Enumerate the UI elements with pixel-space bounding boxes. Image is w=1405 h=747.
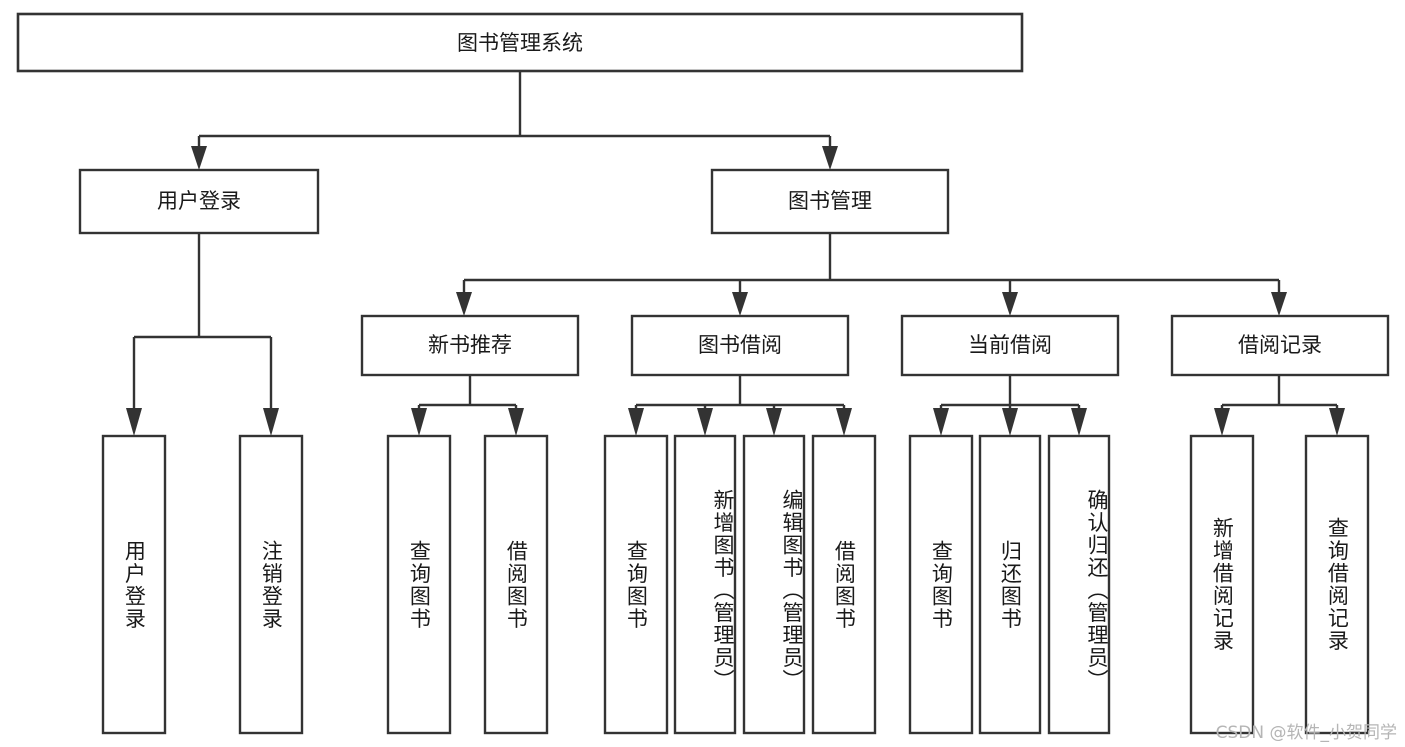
- arrow-leaf-query-book-2: [628, 408, 644, 436]
- leaf-query-book-3[interactable]: [908, 434, 974, 735]
- arrow-leaf-borrow-book-2: [836, 408, 852, 436]
- node-book-management[interactable]: [710, 168, 950, 235]
- leaf-user-login-label: 用户登录: [122, 539, 147, 630]
- node-book-borrow-label: 图书借阅: [698, 333, 782, 357]
- leaf-borrow-book-1-label: 借阅图书: [504, 539, 529, 630]
- arrow-leaf-add-record: [1214, 408, 1230, 436]
- node-book-management-label: 图书管理: [788, 189, 872, 213]
- leaf-query-book-2-label: 查询图书: [624, 539, 649, 630]
- arrow-to-current-borrow: [1002, 292, 1018, 316]
- leaf-borrow-book-2[interactable]: [811, 434, 877, 735]
- node-user-login[interactable]: [78, 168, 320, 235]
- leaf-add-record-label: 新增借阅记录: [1210, 517, 1235, 652]
- leaf-edit-book[interactable]: [742, 434, 806, 735]
- node-root-label: 图书管理系统: [457, 31, 583, 55]
- node-borrow-record-label: 借阅记录: [1238, 333, 1322, 357]
- arrow-to-new-book-recommend: [456, 292, 472, 316]
- leaf-query-book-1-label: 查询图书: [407, 539, 432, 630]
- leaf-logout-login[interactable]: [238, 434, 304, 735]
- connector-layer: [126, 71, 1345, 436]
- node-layer: 图书管理系统 用户登录 图书管理 新书推荐 图书借阅 当前借阅 借阅记录: [16, 12, 1390, 735]
- leaf-user-login[interactable]: [101, 434, 167, 735]
- node-new-book-recommend-label: 新书推荐: [428, 333, 512, 357]
- leaf-return-book[interactable]: [978, 434, 1042, 735]
- watermark-text: CSDN @软件_小贺同学: [1215, 723, 1397, 743]
- node-current-borrow-label: 当前借阅: [968, 333, 1052, 357]
- leaf-add-book-label: 新增图书（管理员）: [711, 489, 735, 692]
- leaf-return-book-label: 归还图书: [998, 539, 1023, 630]
- arrow-leaf-edit-book: [766, 408, 782, 436]
- leaf-add-book[interactable]: [673, 434, 737, 735]
- node-user-login-label: 用户登录: [157, 189, 241, 213]
- node-current-borrow[interactable]: [900, 314, 1120, 377]
- arrow-to-book-borrow: [732, 292, 748, 316]
- arrow-leaf-confirm-return: [1071, 408, 1087, 436]
- leaf-confirm-return-label: 确认归还（管理员）: [1085, 489, 1109, 692]
- arrow-to-user-login: [191, 146, 207, 170]
- leaf-query-record[interactable]: [1304, 434, 1370, 735]
- leaf-borrow-book-2-label: 借阅图书: [832, 539, 857, 630]
- leaf-edit-book-label: 编辑图书（管理员）: [780, 489, 804, 692]
- arrow-to-borrow-record: [1271, 292, 1287, 316]
- leaf-add-record[interactable]: [1189, 434, 1255, 735]
- leaf-query-book-3-label: 查询图书: [929, 539, 954, 630]
- leaf-query-book-2[interactable]: [603, 434, 669, 735]
- node-new-book-recommend[interactable]: [360, 314, 580, 377]
- arrow-leaf-logout-login: [263, 408, 279, 436]
- leaf-logout-login-label: 注销登录: [259, 539, 284, 630]
- leaf-query-book-1[interactable]: [386, 434, 452, 735]
- arrow-leaf-borrow-book-1: [508, 408, 524, 436]
- arrow-leaf-query-book-3: [933, 408, 949, 436]
- arrow-leaf-query-book-1: [411, 408, 427, 436]
- node-borrow-record[interactable]: [1170, 314, 1390, 377]
- node-book-borrow[interactable]: [630, 314, 850, 377]
- arrow-leaf-query-record: [1329, 408, 1345, 436]
- arrow-leaf-add-book: [697, 408, 713, 436]
- leaf-query-record-label: 查询借阅记录: [1325, 517, 1350, 652]
- arrow-leaf-return-book: [1002, 408, 1018, 436]
- arrow-leaf-user-login: [126, 408, 142, 436]
- leaf-confirm-return[interactable]: [1047, 434, 1111, 735]
- node-root[interactable]: [16, 12, 1024, 73]
- arrow-to-book-management: [822, 146, 838, 170]
- leaf-borrow-book-1[interactable]: [483, 434, 549, 735]
